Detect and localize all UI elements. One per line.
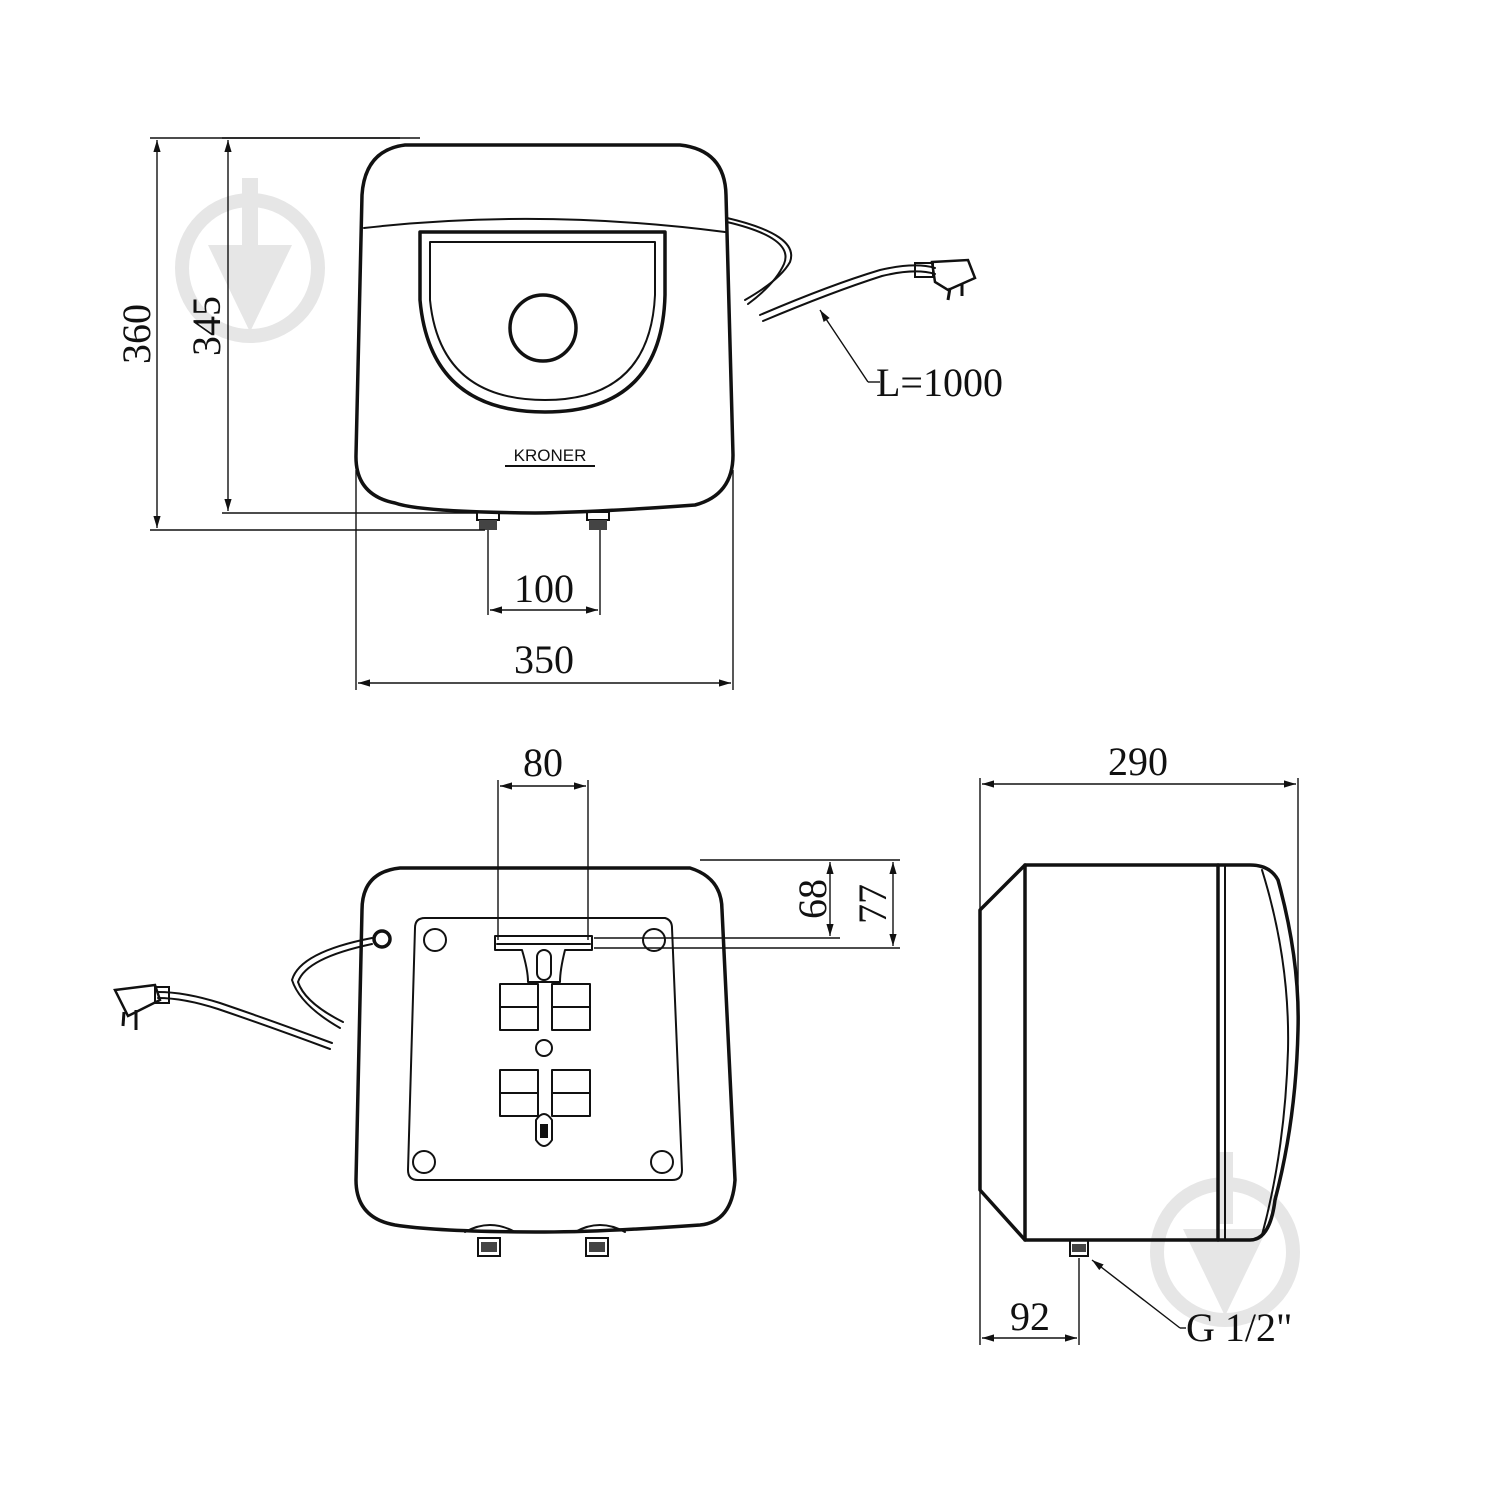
- svg-text:360: 360: [114, 304, 159, 364]
- svg-text:345: 345: [184, 296, 229, 356]
- rear-power-cable: [291, 937, 373, 1029]
- dimension-mount-offset-a: 68: [594, 859, 900, 939]
- dimension-body-height: 345: [184, 137, 478, 514]
- plate-hole-top-right: [642, 928, 666, 952]
- power-plug: [914, 258, 977, 301]
- rear-view: [113, 866, 737, 1257]
- front-top-band: [363, 217, 726, 233]
- rear-mount-plate: [407, 917, 683, 1181]
- cable-entry-hole: [372, 929, 392, 949]
- side-body-outline: [978, 863, 1300, 1242]
- svg-text:92: 92: [1010, 1294, 1050, 1339]
- side-view: [978, 863, 1300, 1257]
- front-body-outline: [354, 143, 735, 515]
- svg-text:G 1/2": G 1/2": [1186, 1305, 1292, 1350]
- plate-hole-top-left: [423, 928, 447, 952]
- side-pipe: [1069, 1239, 1089, 1257]
- dimension-cable-length: L=1000: [819, 309, 1003, 405]
- svg-text:77: 77: [850, 884, 895, 924]
- dimension-thread: G 1/2": [1091, 1259, 1292, 1350]
- svg-text:290: 290: [1108, 739, 1168, 784]
- brand-label: KRONER: [514, 446, 587, 465]
- svg-text:350: 350: [514, 637, 574, 682]
- dimension-pipe-offset: 92: [982, 1258, 1080, 1345]
- inlet-pipe: [476, 511, 500, 530]
- front-panel-outer: [418, 230, 667, 414]
- plate-hole-bottom-left: [412, 1150, 436, 1174]
- dimension-overall-width: 350: [355, 470, 734, 690]
- rear-inlet-pipe: [477, 1237, 501, 1257]
- rear-power-plug: [113, 983, 170, 1030]
- outlet-pipe: [586, 511, 610, 530]
- svg-text:80: 80: [523, 740, 563, 785]
- rear-body-outline: [354, 866, 737, 1234]
- dimension-mount-offset-b: 77: [594, 862, 900, 949]
- rear-outlet-pipe: [585, 1237, 609, 1257]
- dimension-pipe-spacing: 100: [487, 530, 601, 615]
- mount-slots-lower: [499, 1069, 591, 1117]
- dimension-mount-spacing: 80: [497, 740, 589, 940]
- dimension-overall-height: 360: [114, 137, 485, 531]
- mount-bracket: [494, 935, 593, 983]
- svg-text:L=1000: L=1000: [876, 360, 1003, 405]
- power-cable: [726, 217, 793, 301]
- mount-slots-upper: [499, 983, 591, 1031]
- dimension-depth: 290: [979, 739, 1299, 1345]
- thermostat-knob: [508, 293, 578, 363]
- plate-hole-bottom-right: [650, 1150, 674, 1174]
- svg-text:68: 68: [790, 879, 835, 919]
- svg-text:100: 100: [514, 566, 574, 611]
- front-panel-inner: [429, 241, 656, 401]
- front-view: KRONER: [354, 143, 977, 530]
